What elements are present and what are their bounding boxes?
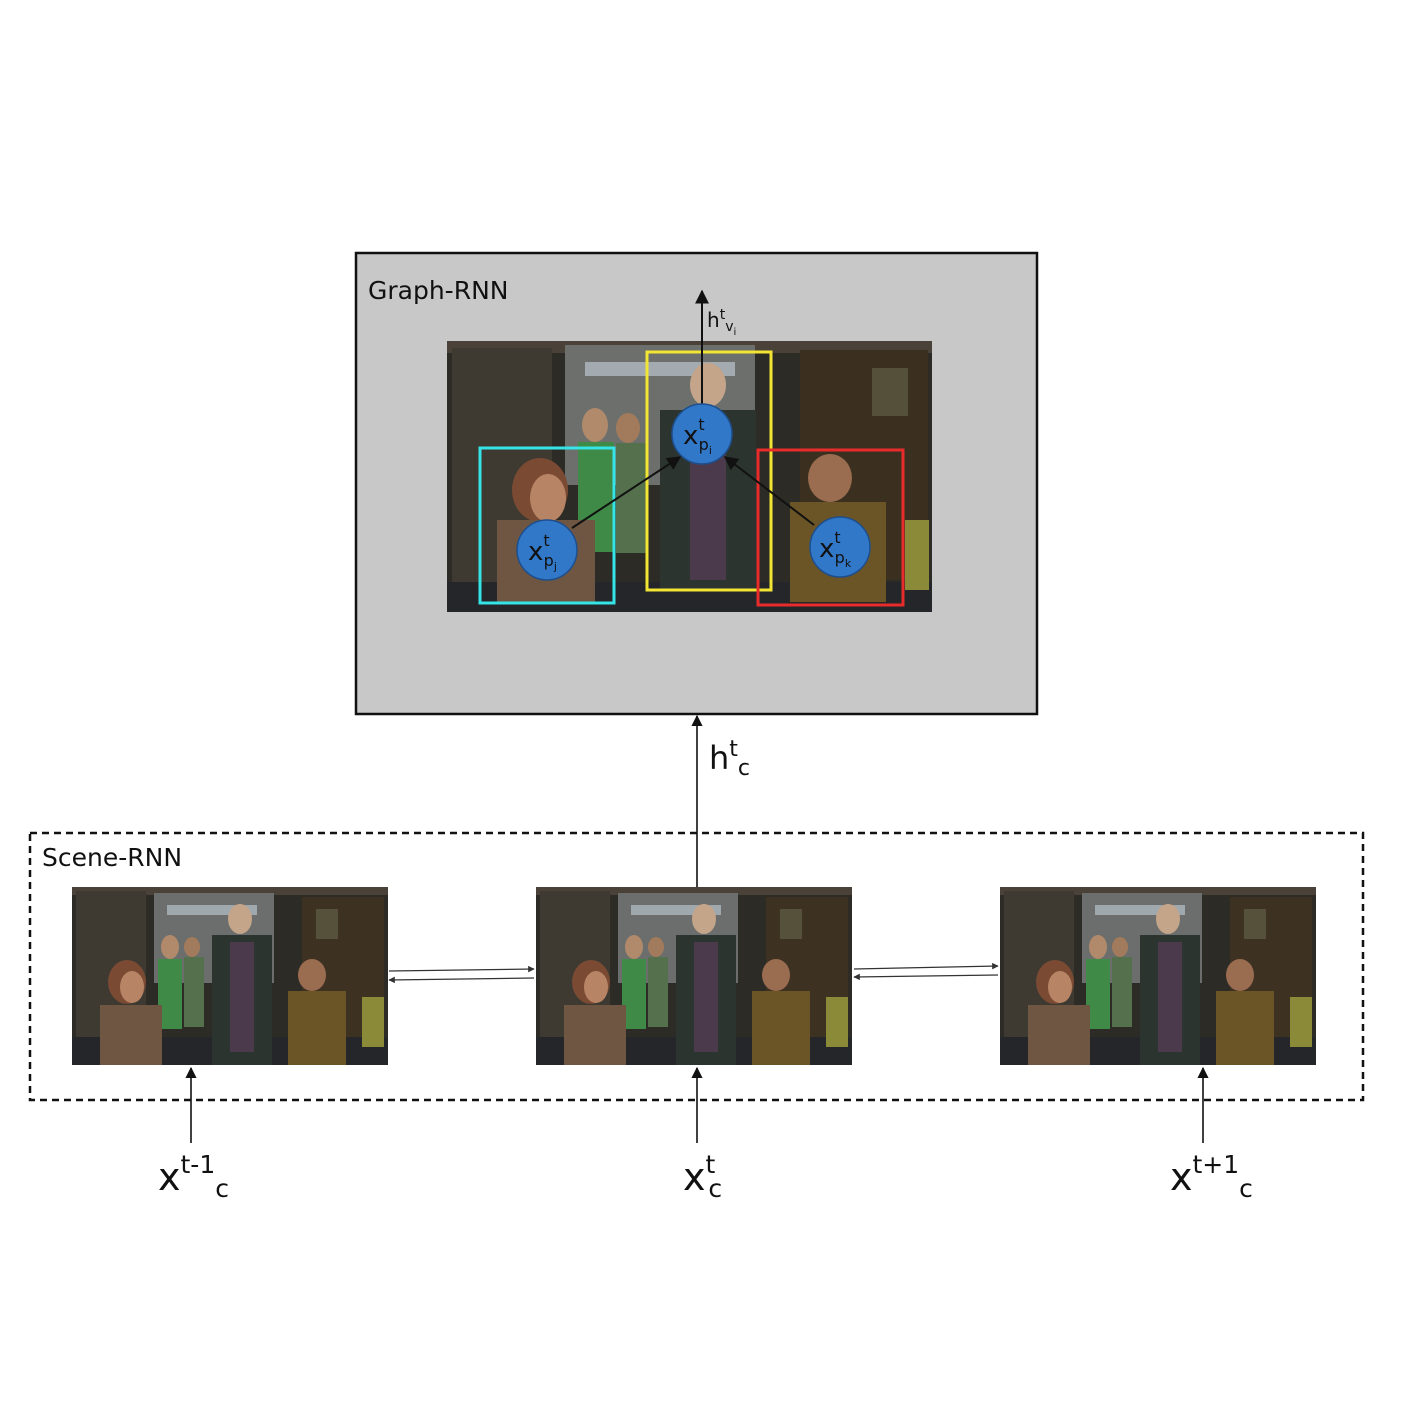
frame-prev [72, 887, 388, 1065]
link-current-to-next [853, 962, 999, 970]
frame-next [1000, 887, 1316, 1065]
link-label: htc [709, 737, 750, 781]
scene-rnn-title: Scene-RNN [42, 843, 182, 872]
edge-k-to-i [723, 456, 815, 526]
link-current-to-prev [388, 976, 535, 984]
frame-current [536, 887, 852, 1065]
box-person-j [478, 446, 616, 605]
graph-scene-image [447, 341, 932, 612]
input-label-prev: xt-1c [158, 1150, 229, 1203]
link-next-to-current [853, 973, 999, 981]
edge-j-to-i [571, 456, 682, 529]
graph-rnn-title: Graph-RNN [368, 276, 508, 305]
graph-rnn-panel: Graph-RNN [354, 251, 1039, 716]
link-prev-to-current [388, 965, 535, 973]
input-label-next: xt+1c [1170, 1150, 1253, 1203]
box-person-i [645, 350, 773, 592]
output-label: htvi [707, 307, 736, 338]
scene-rnn-frame [28, 831, 1365, 1102]
scene-rnn-panel: Scene-RNN [28, 831, 1365, 1102]
box-person-k [756, 448, 905, 607]
